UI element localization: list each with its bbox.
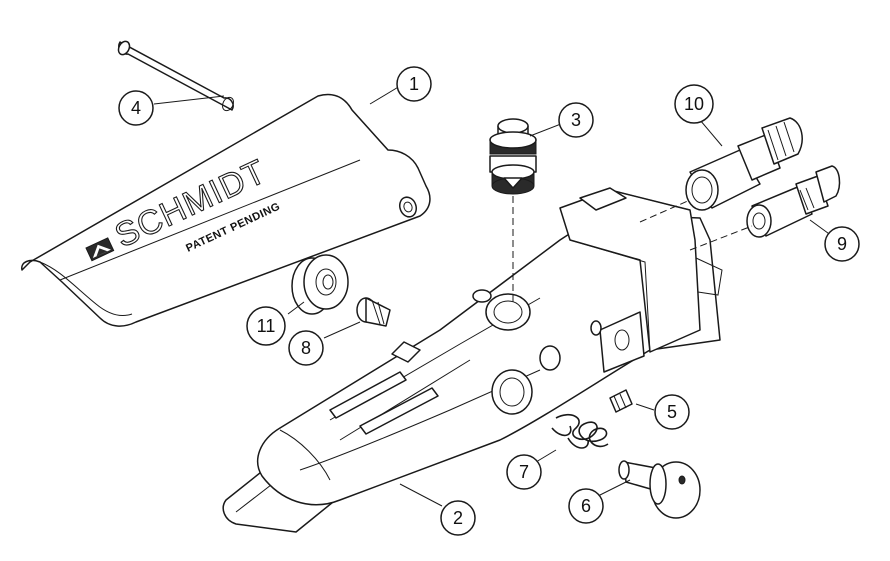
part-7-spring: [551, 413, 609, 449]
callout-10-label: 10: [684, 94, 704, 114]
callout-2: 2: [440, 500, 476, 536]
part-1-lever: SCHMIDT PATENT PENDING: [21, 93, 431, 327]
part-5-setscrew: [609, 389, 633, 413]
callout-3-label: 3: [571, 110, 581, 130]
part-11-grommet: [291, 254, 349, 315]
assembly-axes: [512, 196, 753, 304]
callout-7-label: 7: [519, 462, 529, 482]
leader-lines: [153, 85, 833, 507]
callout-5-label: 5: [667, 402, 677, 422]
schmidt-logo: [85, 237, 115, 262]
part-4-pin: [117, 40, 235, 112]
callout-6: 6: [568, 488, 604, 524]
callout-8-label: 8: [301, 338, 311, 358]
callout-6-label: 6: [581, 496, 591, 516]
callout-5: 5: [654, 394, 690, 430]
part-9-fitting: [746, 165, 841, 238]
callout-10: 10: [674, 84, 714, 124]
part-2-body: [222, 187, 723, 533]
callout-9-label: 9: [837, 234, 847, 254]
callout-2-label: 2: [453, 508, 463, 528]
callout-1-label: 1: [409, 74, 419, 94]
callout-4: 4: [118, 90, 154, 126]
callout-1: 1: [396, 66, 432, 102]
part-8-screw: [356, 297, 391, 327]
callout-7: 7: [506, 454, 542, 490]
callout-8: 8: [288, 330, 324, 366]
callout-9: 9: [824, 226, 860, 262]
callout-11: 11: [246, 306, 286, 346]
callout-11-label: 11: [257, 316, 276, 336]
part-6-plunger: [618, 460, 701, 519]
part-3-valve: [489, 118, 537, 195]
callout-4-label: 4: [131, 98, 141, 118]
callout-3: 3: [558, 102, 594, 138]
part-10-fitting: [685, 117, 803, 211]
